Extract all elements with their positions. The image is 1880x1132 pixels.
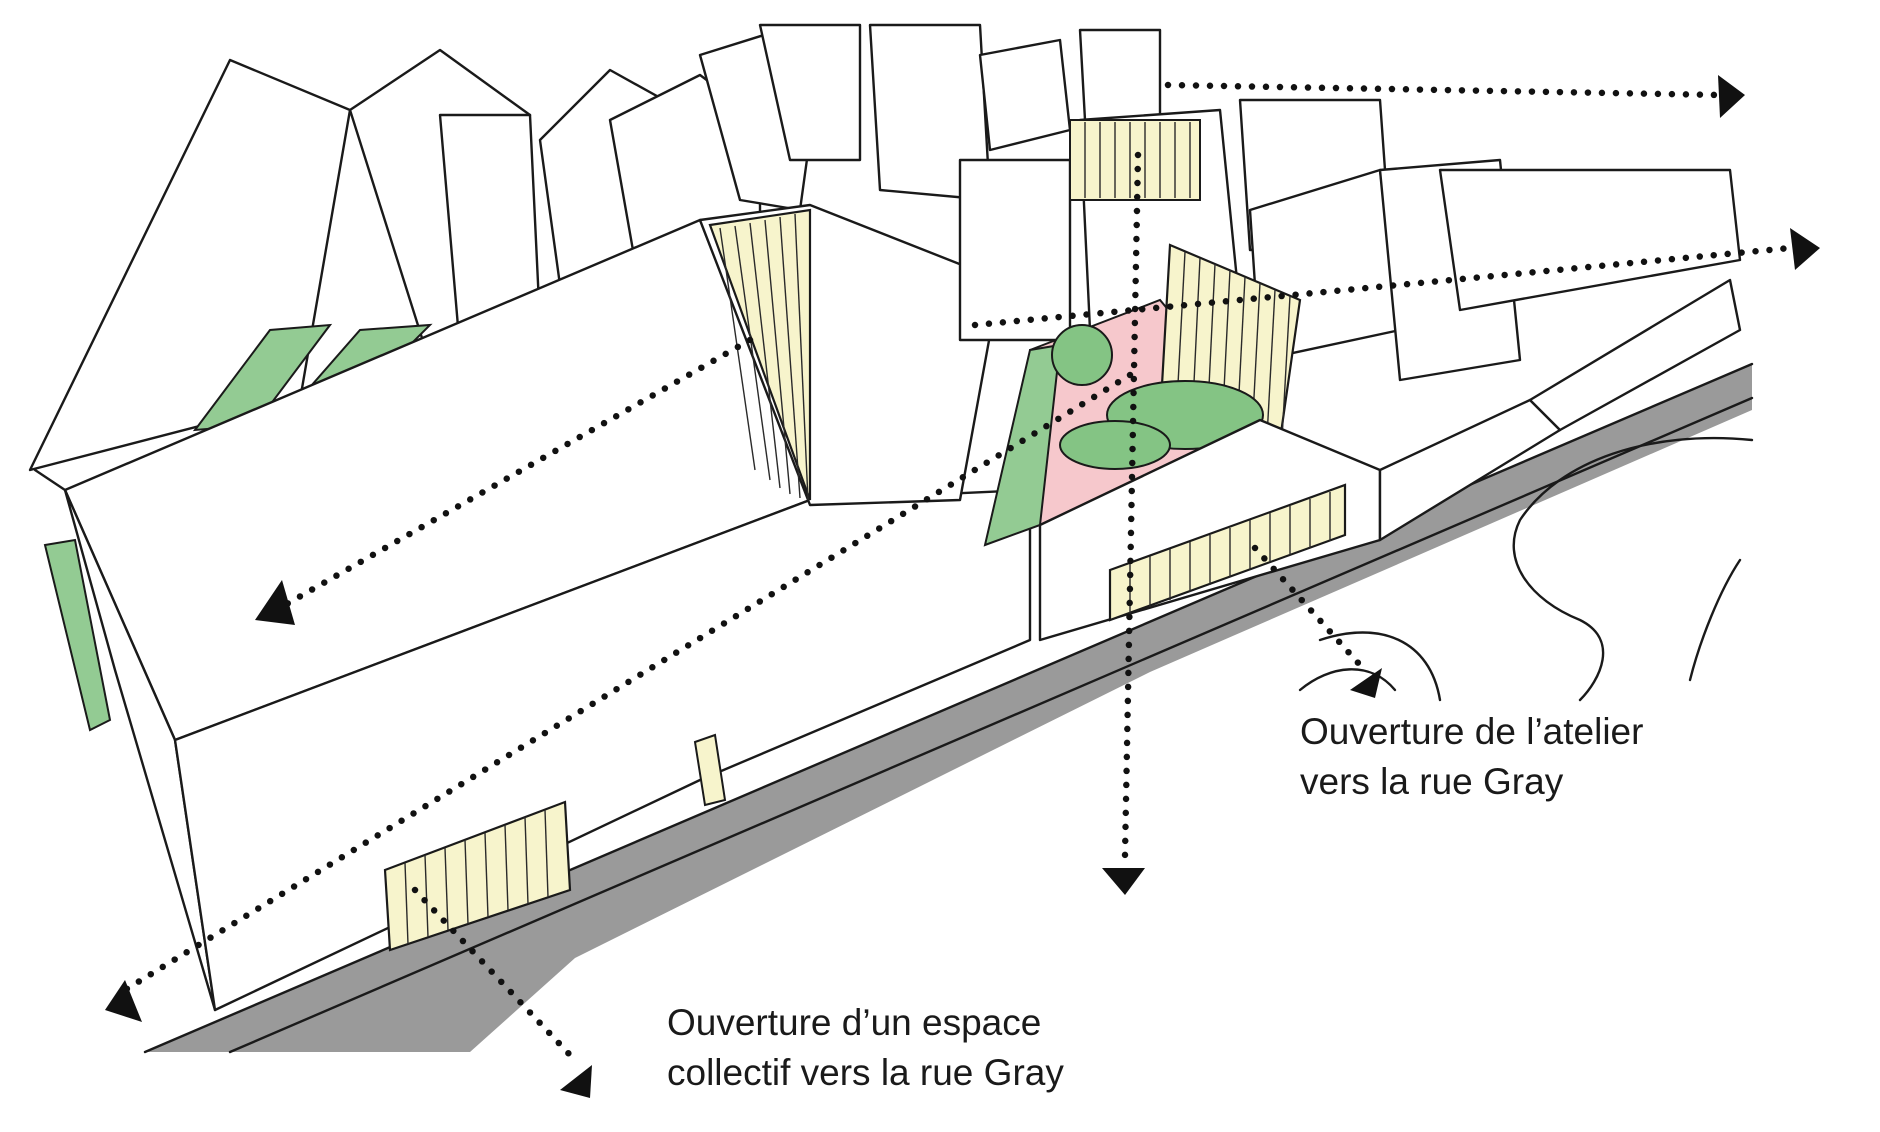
sidewalk-curbs bbox=[1298, 436, 1754, 702]
caption-collectif-line2: collectif vers la rue Gray bbox=[667, 1052, 1064, 1093]
caption-atelier: Ouverture de l’atelier vers la rue Gray bbox=[1300, 707, 1643, 807]
glazed-door bbox=[693, 733, 727, 807]
arrow-down-center bbox=[1102, 151, 1145, 895]
caption-collectif-line1: Ouverture d’un espace bbox=[667, 1002, 1042, 1043]
courtyard-trees bbox=[1051, 324, 1264, 470]
arrow-atelier-to-street bbox=[1251, 544, 1382, 698]
caption-collectif: Ouverture d’un espace collectif vers la … bbox=[667, 998, 1064, 1098]
caption-atelier-line2: vers la rue Gray bbox=[1300, 761, 1564, 802]
angled-tower bbox=[698, 203, 1002, 507]
arrow-collectif-to-street bbox=[411, 886, 592, 1098]
arrow-to-left-lower bbox=[105, 371, 1134, 1022]
arrow-to-right-middle bbox=[971, 228, 1820, 329]
arrow-to-right-top bbox=[1164, 75, 1745, 118]
dotted-arrows bbox=[105, 75, 1820, 1098]
glazed-ground-collectif bbox=[383, 800, 572, 952]
caption-atelier-line1: Ouverture de l’atelier bbox=[1300, 711, 1644, 752]
glazed-facade-rear bbox=[1069, 119, 1201, 201]
glazed-ground-atelier bbox=[1108, 483, 1347, 622]
arrow-to-left-upper bbox=[255, 336, 754, 625]
